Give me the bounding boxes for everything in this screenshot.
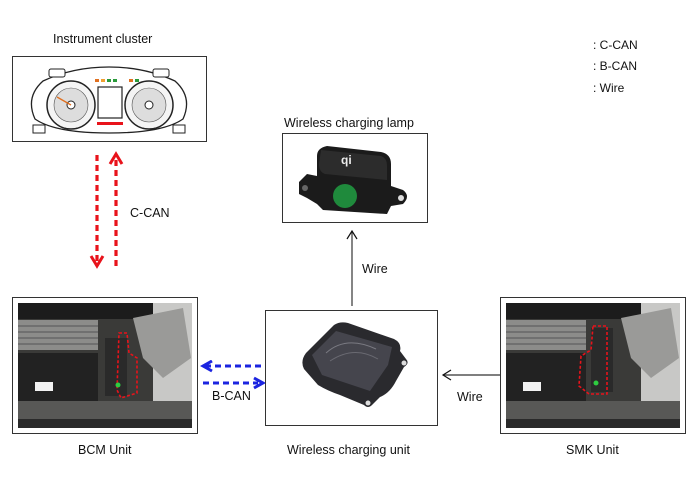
arrow-up-icon bbox=[108, 151, 124, 165]
wireless-charging-unit-label: Wireless charging unit bbox=[287, 443, 410, 457]
arrow-left-icon bbox=[441, 369, 452, 381]
smk-highlight-outline bbox=[578, 325, 608, 395]
legend-label: : Wire bbox=[593, 81, 625, 95]
bcm-unit-label: BCM Unit bbox=[78, 443, 132, 457]
smk-unit-label: SMK Unit bbox=[566, 443, 619, 457]
wireless-charging-lamp-box: qi bbox=[282, 133, 428, 223]
bcm-highlight-outline bbox=[116, 332, 138, 399]
arrow-right-icon bbox=[253, 376, 266, 390]
smk-unit-box bbox=[500, 297, 686, 434]
wire-from-smk-connection bbox=[441, 369, 500, 381]
wire-to-lamp-connection bbox=[346, 229, 358, 306]
wireless-charging-unit-illustration bbox=[302, 322, 408, 407]
bcm-unit-box bbox=[12, 297, 198, 434]
arrow-down-icon bbox=[89, 255, 105, 269]
wire-from-smk-label: Wire bbox=[457, 390, 483, 404]
svg-text:qi: qi bbox=[341, 153, 352, 167]
instrument-cluster-illustration bbox=[30, 66, 188, 134]
b-can-connection-label: B-CAN bbox=[212, 389, 251, 403]
instrument-cluster-label: Instrument cluster bbox=[53, 32, 153, 46]
wireless-charging-unit-box bbox=[265, 310, 438, 426]
smk-unit-photo bbox=[506, 303, 680, 428]
instrument-cluster-box bbox=[12, 56, 207, 142]
c-can-connection bbox=[89, 151, 124, 269]
legend-item-wire: : Wire bbox=[515, 81, 624, 95]
legend-item-b-can: : B-CAN bbox=[515, 59, 637, 73]
arrow-up-icon bbox=[346, 229, 358, 240]
bcm-unit-photo bbox=[18, 303, 192, 428]
b-can-connection bbox=[200, 360, 266, 390]
legend-item-c-can: : C-CAN bbox=[515, 38, 638, 52]
green-indicator bbox=[333, 184, 357, 208]
wireless-charging-lamp-illustration: qi bbox=[299, 146, 407, 214]
legend-label: : C-CAN bbox=[593, 38, 638, 52]
c-can-connection-label: C-CAN bbox=[130, 206, 170, 220]
wire-to-lamp-label: Wire bbox=[362, 262, 388, 276]
arrow-left-icon bbox=[200, 360, 213, 373]
wireless-charging-lamp-label: Wireless charging lamp bbox=[284, 116, 414, 130]
legend-label: : B-CAN bbox=[593, 59, 638, 73]
